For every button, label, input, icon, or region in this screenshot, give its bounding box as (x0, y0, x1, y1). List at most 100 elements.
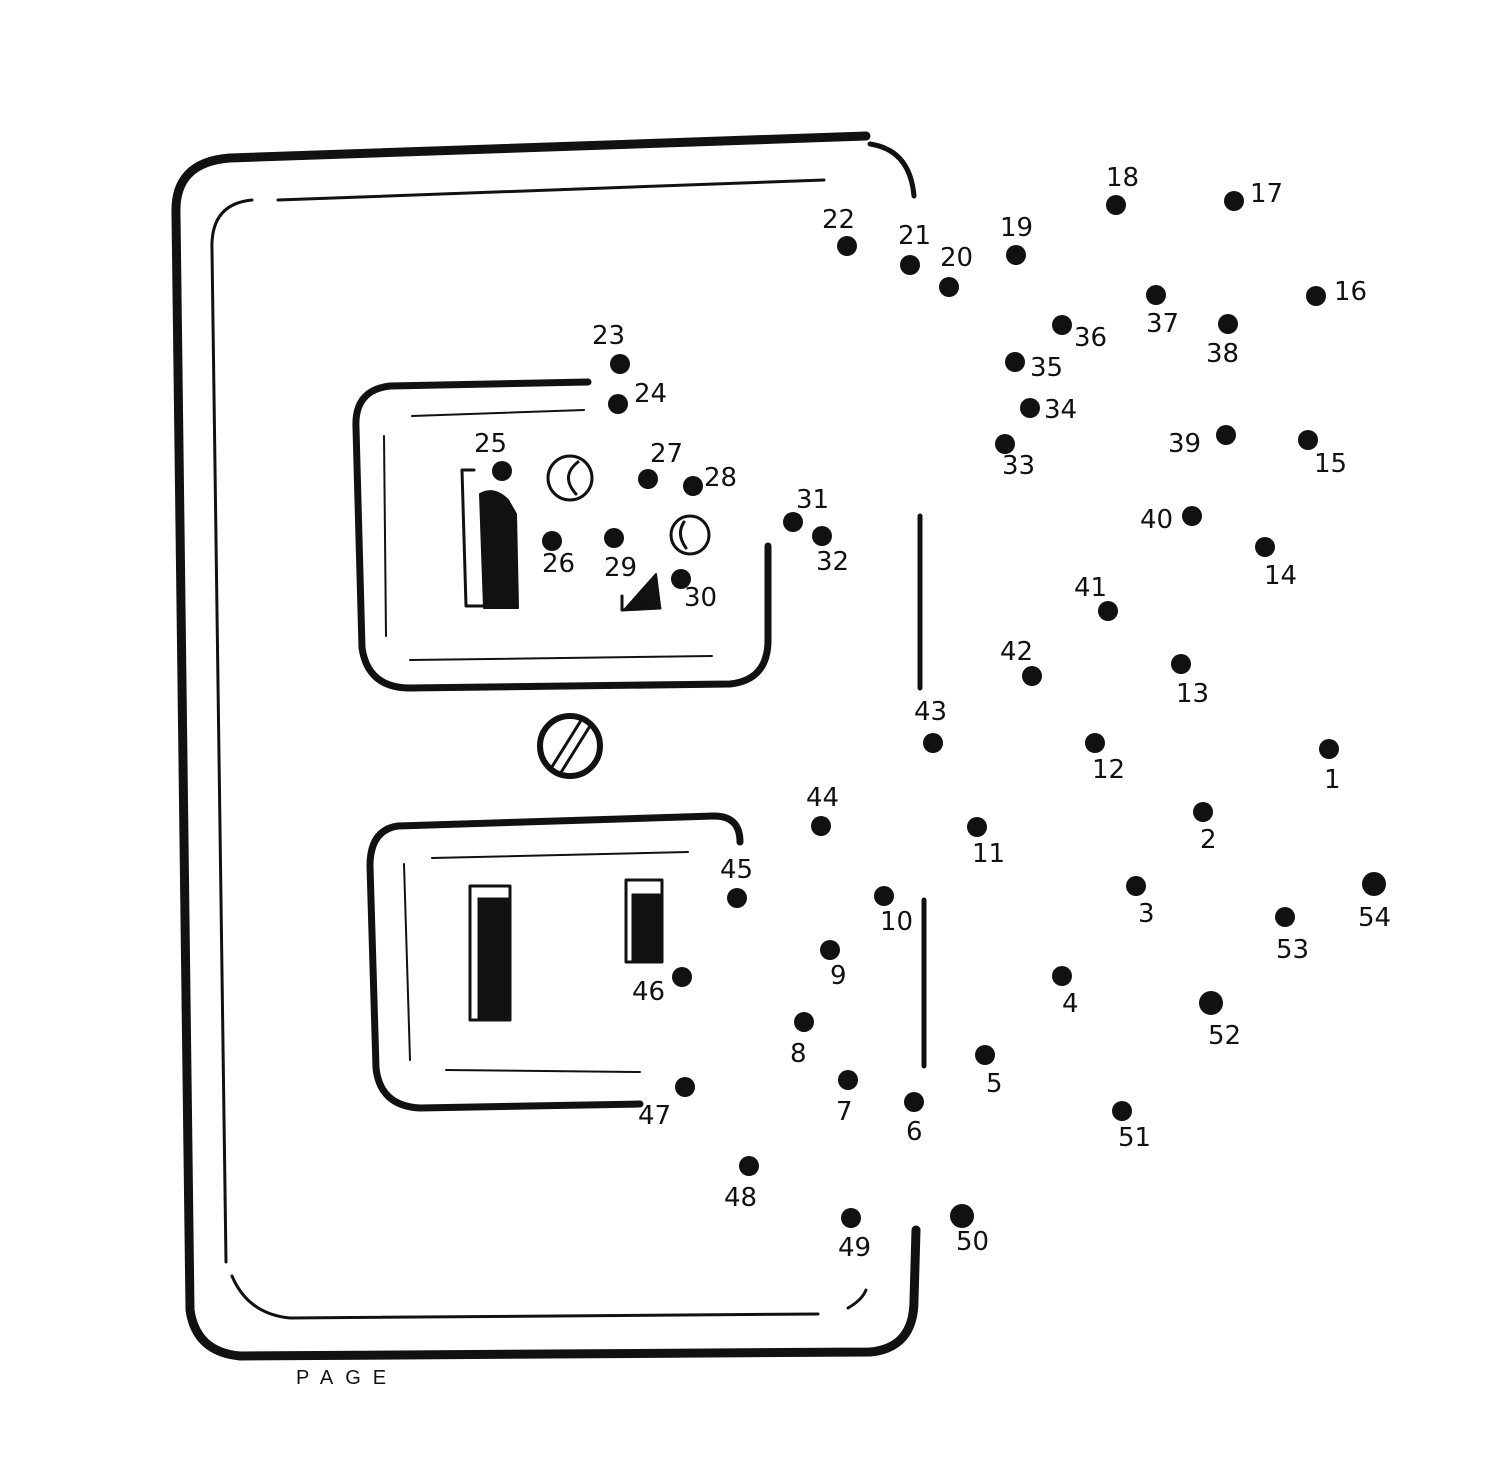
dot-marker (1146, 285, 1166, 305)
dot-24: 24 (608, 379, 667, 414)
dot-number-label: 50 (956, 1227, 989, 1257)
dot-marker (1171, 654, 1191, 674)
dot-number-label: 4 (1062, 989, 1079, 1019)
dot-number-label: 53 (1276, 935, 1309, 965)
dot-45: 45 (720, 855, 753, 908)
dot-number-label: 11 (972, 839, 1005, 869)
dot-number-label: 2 (1200, 825, 1217, 855)
dot-35: 35 (1005, 352, 1063, 383)
upper-receptacle-slot-fill (479, 490, 519, 609)
dot-marker (820, 940, 840, 960)
lower-receptacle-bevel (403, 851, 689, 1073)
dot-marker (1052, 966, 1072, 986)
dot-marker (939, 277, 959, 297)
dot-marker (1006, 245, 1026, 265)
numbered-dots: 1234567891011121314151617181920212223242… (474, 163, 1391, 1263)
dot-marker (1112, 1101, 1132, 1121)
dot-marker (675, 1077, 695, 1097)
dot-11: 11 (967, 817, 1005, 869)
dot-marker (1216, 425, 1236, 445)
dot-18: 18 (1106, 163, 1139, 215)
lower-receptacle-slot-right (624, 878, 664, 964)
dot-number-label: 40 (1140, 505, 1173, 535)
dot-27: 27 (638, 439, 683, 489)
dot-25: 25 (474, 429, 512, 481)
dot-marker (1255, 537, 1275, 557)
dot-48: 48 (724, 1156, 759, 1213)
dot-40: 40 (1140, 505, 1202, 535)
dot-marker (900, 255, 920, 275)
dot-10: 10 (874, 886, 913, 937)
dot-number-label: 19 (1000, 213, 1033, 243)
dot-15: 15 (1298, 430, 1347, 479)
dot-marker (683, 476, 703, 496)
dot-number-label: 28 (704, 463, 737, 493)
dot-38: 38 (1206, 314, 1239, 369)
upper-receptacle-round-hole-left (546, 454, 594, 502)
dot-8: 8 (790, 1012, 814, 1069)
dot-number-label: 48 (724, 1183, 757, 1213)
dot-46: 46 (632, 967, 692, 1007)
dot-36: 36 (1052, 315, 1107, 353)
dot-23: 23 (592, 321, 630, 374)
dot-number-label: 9 (830, 961, 847, 991)
dot-28: 28 (683, 463, 737, 496)
dot-number-label: 38 (1206, 339, 1239, 369)
dot-number-label: 52 (1208, 1021, 1241, 1051)
dot-number-label: 49 (838, 1233, 871, 1263)
dot-number-label: 35 (1030, 353, 1063, 383)
dot-34: 34 (1020, 395, 1077, 425)
dot-number-label: 14 (1264, 561, 1297, 591)
dot-number-label: 29 (604, 553, 637, 583)
dot-marker (1218, 314, 1238, 334)
dot-number-label: 41 (1074, 573, 1107, 603)
dot-marker (794, 1012, 814, 1032)
dot-marker (727, 888, 747, 908)
dot-2: 2 (1193, 802, 1217, 855)
dot-marker (672, 967, 692, 987)
dot-33: 33 (995, 434, 1035, 481)
dot-number-label: 34 (1044, 395, 1077, 425)
dot-30: 30 (671, 569, 717, 613)
dot-number-label: 20 (940, 243, 973, 273)
dot-number-label: 44 (806, 783, 839, 813)
dot-31: 31 (783, 485, 829, 532)
dot-49: 49 (838, 1208, 871, 1263)
dot-number-label: 25 (474, 429, 507, 459)
dot-5: 5 (975, 1045, 1003, 1099)
dot-number-label: 33 (1002, 451, 1035, 481)
upper-receptacle-ground-slot (460, 468, 486, 608)
dot-number-label: 15 (1314, 449, 1347, 479)
dot-marker (492, 461, 512, 481)
dot-marker (1052, 315, 1072, 335)
dot-number-label: 31 (796, 485, 829, 515)
dot-47: 47 (638, 1077, 695, 1131)
dot-marker (1182, 506, 1202, 526)
dot-42: 42 (1000, 637, 1042, 686)
dot-number-label: 30 (684, 583, 717, 613)
dot-marker (671, 569, 691, 589)
dot-marker (783, 512, 803, 532)
dot-number-label: 47 (638, 1101, 671, 1131)
dot-marker (811, 816, 831, 836)
dot-marker (1362, 872, 1386, 896)
dot-marker (1306, 286, 1326, 306)
dot-13: 13 (1171, 654, 1209, 709)
dot-marker (1085, 733, 1105, 753)
dot-marker (1022, 666, 1042, 686)
upper-receptacle-outline (352, 378, 772, 692)
dot-14: 14 (1255, 537, 1297, 591)
dot-marker (1020, 398, 1040, 418)
dot-marker (975, 1045, 995, 1065)
dot-44: 44 (806, 783, 839, 836)
dot-39: 39 (1168, 425, 1236, 459)
dot-number-label: 36 (1074, 323, 1107, 353)
dot-number-label: 21 (898, 221, 931, 251)
dot-6: 6 (904, 1092, 924, 1147)
dot-number-label: 12 (1092, 755, 1125, 785)
dot-53: 53 (1275, 907, 1309, 965)
dot-1: 1 (1319, 739, 1341, 795)
dot-number-label: 1 (1324, 765, 1341, 795)
dot-number-label: 37 (1146, 309, 1179, 339)
